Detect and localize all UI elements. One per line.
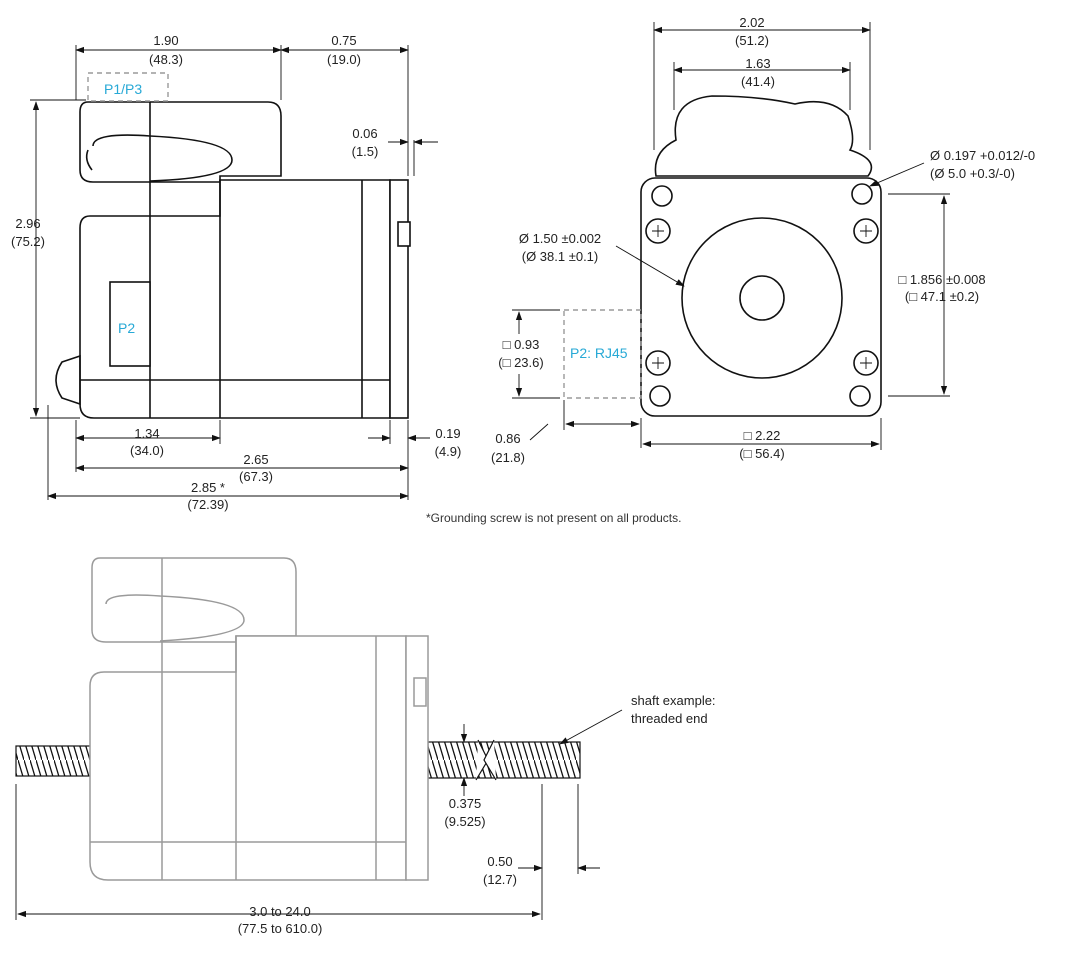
dim-length: 3.0 to 24.0 [249, 904, 310, 919]
front-view: 2.02 (51.2) 1.63 (41.4) Ø 0.197 +0.012/-… [491, 15, 1035, 465]
shaft-stub [397, 221, 411, 247]
p2-connector-box [109, 281, 151, 367]
mount-hole-br [849, 385, 871, 407]
dim-265-mm: (67.3) [239, 469, 273, 484]
dim-075: 0.75 [331, 33, 356, 48]
shaft-circle [739, 275, 785, 321]
side-view: P1/P3 P2 1.90 (48.3) 0.75 (19.0) 0.06 (1… [11, 33, 461, 512]
footnote: *Grounding screw is not present on all p… [426, 511, 681, 525]
dim-086: 0.86 [495, 431, 520, 446]
label-rj45: P2: RJ45 [570, 345, 628, 361]
callout-shaft-example: shaft example: [631, 693, 716, 708]
dim-163: 1.63 [745, 56, 770, 71]
dim-296: 2.96 [15, 216, 40, 231]
ghost-shaft-stub [413, 677, 427, 707]
thread-right [427, 741, 581, 779]
dim-019-mm: (4.9) [435, 444, 462, 459]
dim-190-mm: (48.3) [149, 52, 183, 67]
dim-285: 2.85 * [191, 480, 225, 495]
dim-0375: 0.375 [449, 796, 482, 811]
dim-134: 1.34 [134, 426, 159, 441]
dim-190: 1.90 [153, 33, 178, 48]
thread-left [15, 745, 97, 777]
grounding-screw [55, 354, 81, 406]
dim-163-mm: (41.4) [741, 74, 775, 89]
mount-hole-bl [649, 385, 671, 407]
dim-202-mm: (51.2) [735, 33, 769, 48]
rj45-outline [563, 309, 642, 399]
dim-flange-mm: (□ 56.4) [739, 446, 784, 461]
p1p3-outline [87, 72, 169, 102]
dim-pilot-mm: (Ø 38.1 ±0.1) [522, 249, 599, 264]
ghost-flange [405, 635, 429, 881]
threaded-view: shaft example: threaded end 0.375 (9.525… [15, 557, 716, 936]
dim-hole-mm: (Ø 5.0 +0.3/-0) [930, 166, 1015, 181]
dim-rj45-height: □ 0.93 [503, 337, 540, 352]
dim-flange: □ 2.22 [744, 428, 781, 443]
dim-hole: Ø 0.197 +0.012/-0 [930, 148, 1035, 163]
callout-threaded-end: threaded end [631, 711, 708, 726]
ghost-top-housing [91, 557, 297, 643]
motor-main-body [79, 179, 391, 419]
front-top-housing [654, 95, 873, 177]
dim-202: 2.02 [739, 15, 764, 30]
dim-086-mm: (21.8) [491, 450, 525, 465]
dim-bolt-square-mm: (□ 47.1 ±0.2) [905, 289, 979, 304]
mount-hole-tr [851, 183, 873, 205]
dim-050-mm: (12.7) [483, 872, 517, 887]
ghost-main-body [89, 635, 407, 881]
dim-006: 0.06 [352, 126, 377, 141]
motor-flange [389, 179, 409, 419]
dim-0375-mm: (9.525) [444, 814, 485, 829]
dim-length-mm: (77.5 to 610.0) [238, 921, 323, 936]
screw-icon [645, 218, 879, 376]
mount-hole-tl [651, 185, 673, 207]
dim-pilot: Ø 1.50 ±0.002 [519, 231, 601, 246]
dim-050: 0.50 [487, 854, 512, 869]
top-housing-lobe [92, 134, 233, 182]
dim-285-mm: (72.39) [187, 497, 228, 512]
dim-296-mm: (75.2) [11, 234, 45, 249]
dim-265: 2.65 [243, 452, 268, 467]
motor-top-housing [79, 101, 282, 183]
label-p1p3: P1/P3 [104, 81, 142, 97]
dim-bolt-square: □ 1.856 ±0.008 [898, 272, 985, 287]
dim-006-mm: (1.5) [352, 144, 379, 159]
dim-134-mm: (34.0) [130, 443, 164, 458]
label-p2: P2 [118, 320, 135, 336]
grounding-lug [85, 149, 93, 171]
dim-075-mm: (19.0) [327, 52, 361, 67]
dim-019: 0.19 [435, 426, 460, 441]
dim-rj45-height-mm: (□ 23.6) [498, 355, 543, 370]
